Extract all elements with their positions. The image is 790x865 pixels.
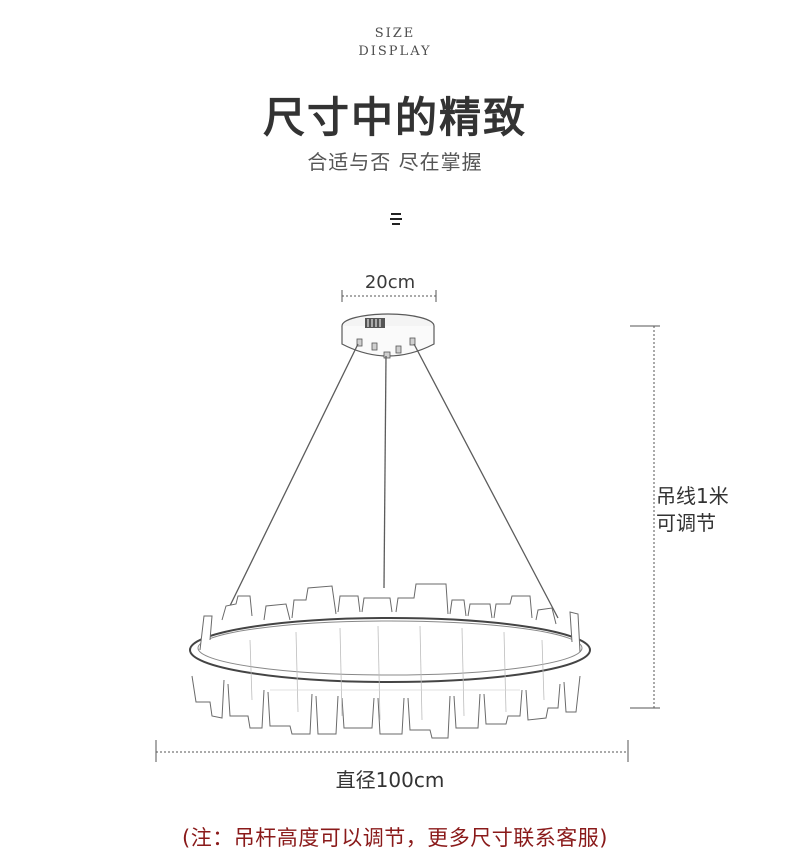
page-subtitle: 合适与否 尽在掌握 bbox=[307, 150, 483, 174]
diameter-label: 直径100cm bbox=[335, 768, 445, 792]
suspension-cables bbox=[223, 343, 559, 619]
cable-length-line2: 可调节 bbox=[656, 511, 716, 535]
cable-length-line1: 吊线1米 bbox=[656, 484, 729, 508]
cable-length-label: 吊线1米 可调节 bbox=[656, 483, 729, 537]
eyebrow-display: DISPLAY bbox=[358, 44, 432, 59]
chandelier-ring bbox=[189, 617, 591, 683]
canopy-width-dimension bbox=[341, 290, 437, 302]
eyebrow-size: SIZE bbox=[374, 26, 416, 41]
ceiling-canopy bbox=[341, 313, 435, 359]
crystal-blocks-top bbox=[199, 583, 581, 653]
cable-length-dimension bbox=[630, 325, 660, 709]
diameter-dimension bbox=[155, 740, 629, 762]
crystal-blocks-bottom bbox=[191, 675, 581, 739]
canopy-width-label: 20cm bbox=[364, 272, 416, 293]
page-title: 尺寸中的精致 bbox=[262, 93, 527, 142]
footer-note: (注：吊杆高度可以调节，更多尺寸联系客服) bbox=[182, 826, 608, 850]
double-chevron-icon bbox=[390, 213, 402, 225]
crystal-inner-lines bbox=[249, 625, 545, 721]
